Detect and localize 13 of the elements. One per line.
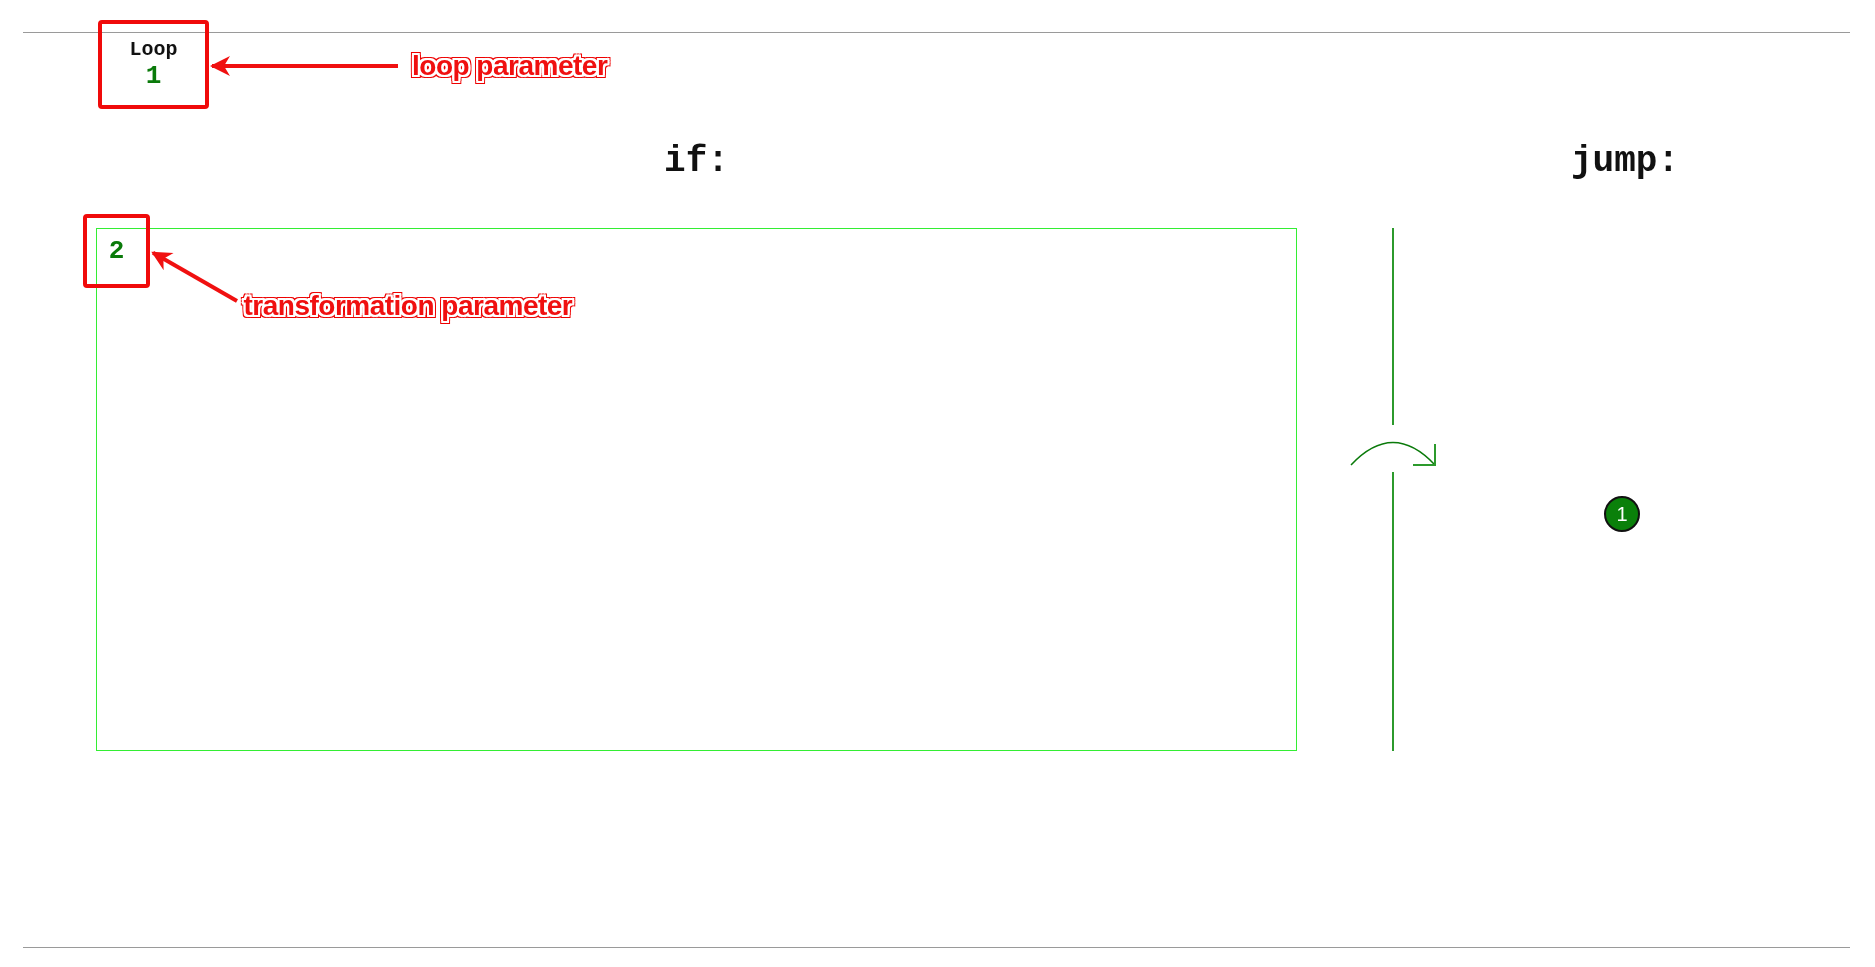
condition-frame: [96, 228, 1297, 751]
loop-heading: Loop: [129, 38, 178, 61]
parameter-number: 2: [108, 236, 125, 266]
section-heading: if:: [664, 141, 729, 182]
callout-text: loop parameter: [412, 50, 608, 82]
callout-text: transformation parameter: [243, 289, 573, 322]
loop-count: 1: [145, 61, 162, 91]
arrow: [151, 251, 238, 303]
arrow: [210, 56, 398, 76]
parameter-box: [98, 20, 209, 109]
parameter-box: [83, 214, 150, 288]
number-badge: 1: [1604, 496, 1640, 532]
section-heading: jump:: [1571, 141, 1679, 182]
